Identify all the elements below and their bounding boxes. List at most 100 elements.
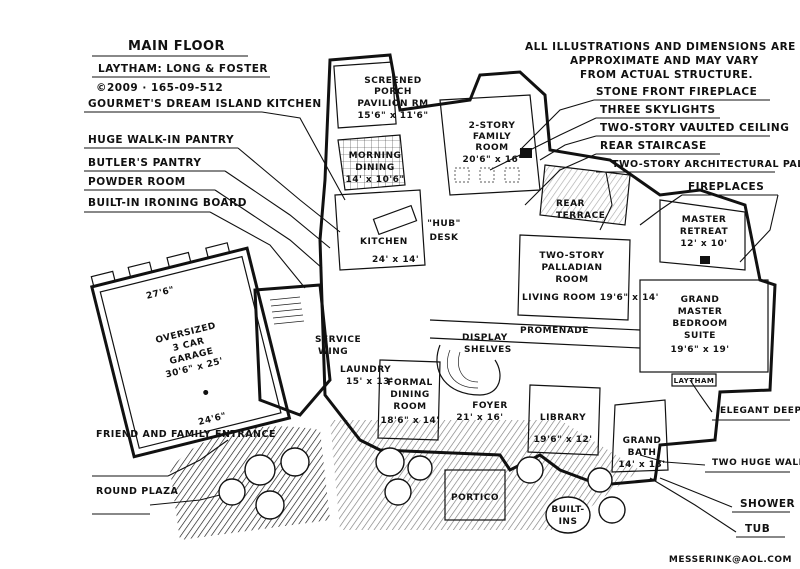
living-room-label: LIVING ROOM 19'6" x 14' — [522, 293, 659, 303]
landscape-shrubs — [218, 447, 626, 524]
built-ins-label-2: INS — [559, 517, 578, 527]
callout-round-plaza: ROUND PLAZA — [96, 486, 179, 497]
callout-stone-fireplace: STONE FRONT FIREPLACE — [596, 86, 757, 98]
callout-vaulted-ceiling: TWO-STORY VAULTED CEILING — [600, 122, 789, 134]
grand-bath-label-1: GRAND — [623, 436, 662, 446]
library-label: LIBRARY — [540, 413, 586, 423]
disclaimer: ALL ILLUSTRATIONS AND DIMENSIONS ARE APP… — [525, 41, 796, 81]
master-suite-outline — [639, 279, 769, 373]
master-suite-dims: 19'6" x 19' — [670, 345, 729, 355]
rear-terrace-label-2: TERRACE — [556, 211, 605, 221]
retreat-fireplace-mark — [700, 256, 710, 264]
foyer-dims: 21' x 16' — [456, 413, 503, 423]
hub-desk-label-2: DESK — [429, 233, 459, 243]
rear-terrace-hatch — [540, 165, 630, 225]
built-ins-bubble — [545, 496, 591, 534]
service-stair — [269, 296, 305, 325]
family-room-label-2: FAMILY — [473, 132, 511, 142]
skylight-1 — [454, 167, 470, 183]
screened-porch-label-1: SCREENED — [364, 76, 421, 86]
master-suite-label-1: GRAND — [681, 295, 720, 305]
master-retreat-dims: 12' x 10' — [680, 239, 727, 249]
callout-ironing-board: BUILT-IN IRONING BOARD — [88, 197, 247, 209]
master-retreat-label-1: MASTER — [682, 215, 727, 225]
garage-dim-bottom: 24'6" — [197, 411, 227, 428]
foyer-label: FOYER — [472, 401, 508, 411]
family-room-label-1: 2-STORY — [469, 121, 516, 131]
morning-dining-floor — [337, 134, 406, 191]
skylight-2 — [479, 167, 495, 183]
master-suite-label-2: MASTER — [678, 307, 723, 317]
landscape-hatch-left — [170, 426, 330, 540]
grand-bath-dims: 14' x 13' — [618, 460, 665, 470]
display-shelves-label-2: SHELVES — [464, 345, 512, 355]
service-wing-walls — [253, 283, 332, 417]
family-room-outline — [439, 94, 541, 196]
callout-walk-in-closets-text: TWO HUGE WALK-IN CLOSETS — [712, 458, 800, 468]
kitchen-dims: 24' x 14' — [372, 255, 419, 265]
morning-dining-label-1: MORNING — [349, 151, 402, 161]
screened-porch-label-3: PAVILION RM — [357, 99, 428, 109]
screened-porch-label-2: PORCH — [374, 87, 412, 97]
right-callouts: STONE FRONT FIREPLACE THREE SKYLIGHTS TW… — [489, 86, 800, 263]
title-block: MAIN FLOOR LAYTHAM: LONG & FOSTER ©2009 … — [92, 39, 270, 94]
main-house-outline — [318, 53, 777, 487]
callout-palladian-window: TWO-STORY ARCHITECTURAL PALLADIAN WINDOW — [612, 159, 800, 170]
screened-porch-dims: 15'6" x 11'6" — [357, 111, 428, 121]
morning-dining-dims: 14' x 10'6" — [345, 175, 404, 185]
palladian-room-label-3: ROOM — [555, 275, 588, 285]
callout-fireplaces: FIREPLACES — [688, 181, 764, 193]
family-room-dims: 20'6" x 16' — [462, 155, 521, 165]
callout-island-kitchen-text: GOURMET'S DREAM ISLAND KITCHEN — [88, 98, 322, 110]
portico-outline — [444, 469, 506, 521]
garage-dim-top: 27'6" — [145, 285, 175, 302]
laytham-tag-box — [671, 373, 717, 387]
artist-signature: MESSERINK@AOL.COM — [669, 555, 792, 565]
left-callouts: GOURMET'S DREAM ISLAND KITCHEN HUGE WALK… — [84, 98, 346, 289]
kitchen-label: KITCHEN — [360, 237, 408, 247]
kitchen-island — [372, 204, 418, 236]
callout-round-plaza-text: ROUND PLAZA — [96, 486, 179, 497]
palladian-room-outline — [517, 234, 631, 321]
promenade-label: PROMENADE — [520, 326, 589, 336]
grand-bath-label-2: BATH — [628, 448, 657, 458]
laytham-tag: LAYTHAM — [674, 377, 715, 385]
built-ins-label-1: BUILT- — [551, 505, 584, 515]
plan-code: ©2009 · 165-09-512 — [96, 82, 223, 94]
formal-dining-label-3: ROOM — [393, 402, 426, 412]
portico-label: PORTICO — [451, 493, 499, 503]
callout-palladian-window-text: TWO-STORY ARCHITECTURAL PALLADIAN WINDOW — [612, 159, 800, 170]
morning-dining-label-2: DINING — [355, 163, 395, 173]
library-dims: 19'6" x 12' — [533, 435, 592, 445]
hub-desk-label-1: "HUB" — [427, 219, 461, 229]
grand-bath-outline — [611, 399, 669, 473]
callout-rear-staircase: REAR STAIRCASE — [600, 140, 707, 152]
callout-island-kitchen: GOURMET'S DREAM ISLAND KITCHEN — [88, 98, 322, 110]
palladian-room-label-2: PALLADIAN — [542, 263, 603, 273]
callout-tub: TUB — [745, 523, 770, 535]
formal-dining-dims: 18'6" x 14' — [380, 416, 439, 426]
curved-staircase — [436, 344, 501, 396]
family-room-label-3: ROOM — [475, 143, 508, 153]
callout-tray-ceiling-text: ELEGANT DEEP TRAY CEILING — [720, 406, 800, 416]
formal-dining-label-2: DINING — [390, 390, 430, 400]
disclaimer-line-1: ALL ILLUSTRATIONS AND DIMENSIONS ARE — [525, 41, 796, 53]
disclaimer-line-2: APPROXIMATE AND MAY VARY — [570, 55, 759, 67]
plan-name: LAYTHAM: LONG & FOSTER — [98, 63, 268, 75]
kitchen-outline — [334, 189, 426, 271]
callout-powder-room: POWDER ROOM — [88, 176, 186, 188]
laundry-dims: 15' x 13' — [346, 377, 393, 387]
disclaimer-line-3: FROM ACTUAL STRUCTURE. — [580, 69, 753, 81]
service-wing-label-1: SERVICE — [315, 335, 361, 345]
master-retreat-outline — [659, 199, 746, 271]
callout-family-entrance-text: FRIEND AND FAMILY ENTRANCE — [96, 429, 276, 440]
garage-block: 27'6" OVERSIZED 3 CAR GARAGE 30'6" x 25'… — [89, 242, 292, 459]
master-retreat-label-2: RETREAT — [680, 227, 729, 237]
callout-family-entrance: FRIEND AND FAMILY ENTRANCE — [96, 429, 276, 440]
callout-tray-ceiling: ELEGANT DEEP TRAY CEILING — [720, 406, 800, 416]
callout-shower: SHOWER — [740, 498, 795, 510]
display-shelves-label-1: DISPLAY — [462, 333, 508, 343]
callout-butlers-pantry: BUTLER'S PANTRY — [88, 157, 202, 169]
palladian-room-label-1: TWO-STORY — [539, 251, 604, 261]
